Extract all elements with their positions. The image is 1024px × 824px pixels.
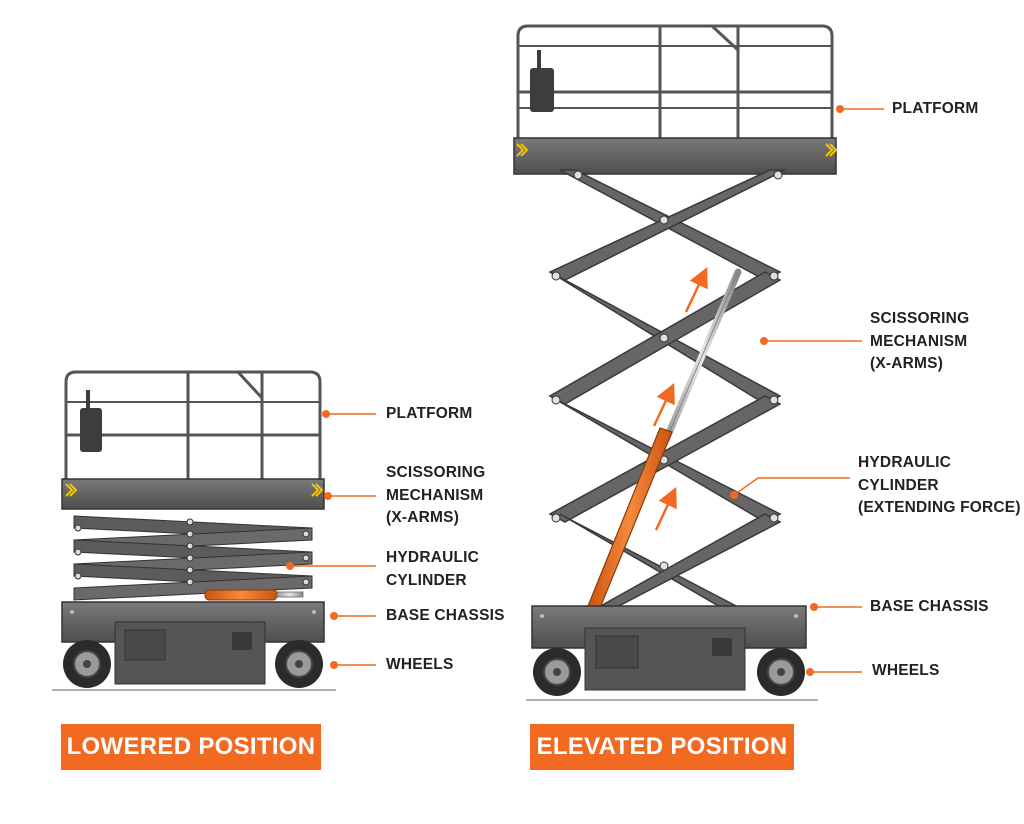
hazard-stripe: [65, 483, 78, 497]
caption-lowered-position: LOWERED POSITION: [61, 724, 321, 770]
label-line: PLATFORM: [892, 100, 979, 117]
caption-elevated-position: ELEVATED POSITION: [530, 724, 794, 770]
hazard-stripe: [311, 483, 324, 497]
label-line: (X-ARMS): [386, 509, 460, 526]
elevated-platform-deck: [513, 137, 837, 175]
label-line: MECHANISM: [386, 486, 484, 504]
hazard-stripe: [825, 143, 838, 157]
elevated-guardrail: [516, 24, 834, 138]
label-line: BASE CHASSIS: [870, 598, 989, 615]
hazard-stripe: [516, 143, 529, 157]
label-line: CYLINDER: [386, 571, 467, 589]
elevated-scissor-arms: [548, 169, 786, 609]
lowered-label-scissoring: SCISSORING MECHANISM (X-ARMS): [386, 462, 485, 530]
lowered-scissor-arms: [73, 515, 313, 601]
lowered-label-hydraulic: HYDRAULIC CYLINDER: [386, 547, 479, 592]
elevated-label-wheels: WHEELS: [872, 660, 940, 683]
elevated-hydraulic-cylinder: [587, 268, 742, 609]
lowered-label-wheels: WHEELS: [386, 654, 454, 677]
label-line: CYLINDER: [858, 476, 939, 494]
elevated-wheel: [533, 648, 581, 696]
lowered-hydraulic-cylinder: [204, 589, 278, 601]
lowered-wheel: [63, 640, 111, 688]
elevated-label-scissoring: SCISSORING MECHANISM (X-ARMS): [870, 308, 969, 376]
elevated-label-hydraulic: HYDRAULIC CYLINDER (EXTENDING FORCE): [858, 452, 1021, 520]
elevated-label-base-chassis: BASE CHASSIS: [870, 596, 989, 619]
label-line: PLATFORM: [386, 405, 473, 422]
label-line: SCISSORING: [386, 464, 486, 481]
force-arrows: [652, 266, 708, 531]
elevated-pivot-pins: [551, 170, 783, 571]
lowered-control-box: [80, 408, 102, 452]
elevated-callouts: [730, 105, 884, 676]
elevated-wheel: [757, 648, 805, 696]
label-line: WHEELS: [872, 662, 940, 679]
label-line: HYDRAULIC: [386, 549, 480, 566]
label-line: MECHANISM: [870, 332, 968, 350]
label-line: BASE CHASSIS: [386, 607, 505, 624]
lowered-label-base-chassis: BASE CHASSIS: [386, 605, 505, 628]
label-line: SCISSORING: [870, 310, 970, 327]
label-line: (EXTENDING FORCE): [858, 499, 1021, 516]
lowered-guardrail: [64, 370, 322, 480]
elevated-control-box: [530, 68, 554, 112]
lowered-callouts: [286, 410, 376, 669]
elevated-label-platform: PLATFORM: [892, 98, 979, 121]
label-line: WHEELS: [386, 656, 454, 673]
lowered-platform-deck: [61, 478, 325, 510]
label-line: HYDRAULIC: [858, 454, 952, 471]
lowered-label-platform: PLATFORM: [386, 403, 473, 426]
label-line: (X-ARMS): [870, 355, 944, 372]
lowered-lift: [52, 370, 376, 691]
elevated-lift: [513, 24, 884, 701]
lowered-wheel: [275, 640, 323, 688]
